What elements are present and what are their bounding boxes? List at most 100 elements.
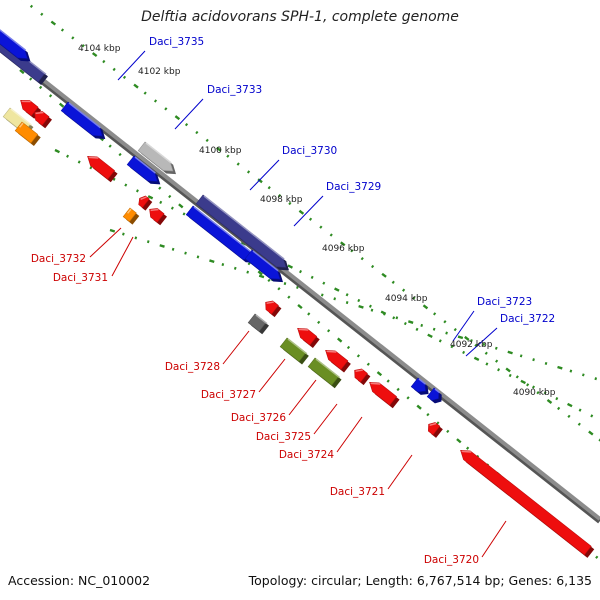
tick-mark: [350, 249, 354, 253]
tick-mark: [122, 75, 127, 79]
tick-mark: [505, 367, 511, 373]
tick-mark: [283, 282, 287, 286]
tick-mark: [296, 285, 299, 289]
tick-mark: [89, 166, 93, 170]
gene-feature[interactable]: [354, 368, 368, 383]
kbp-label: 4098 kbp: [260, 195, 303, 205]
tick-mark: [310, 275, 314, 280]
tick-mark: [544, 361, 548, 366]
label-leader-line: [293, 195, 324, 227]
gene-feature-highlight: [35, 111, 44, 115]
gene-feature[interactable]: [60, 101, 103, 137]
gene-label[interactable]: Daci_3729: [326, 181, 381, 193]
tick-mark: [233, 266, 237, 270]
gene-label[interactable]: Daci_3726: [231, 412, 287, 424]
tick-mark: [464, 335, 470, 341]
accession-text: Accession: NC_010002: [8, 573, 151, 588]
gene-feature-highlight: [68, 102, 101, 129]
tick-mark: [48, 94, 53, 98]
gene-label[interactable]: Daci_3724: [279, 449, 335, 461]
tick-mark: [257, 178, 263, 184]
tick-mark: [124, 183, 128, 187]
tick-mark: [298, 209, 305, 215]
tick-mark: [370, 264, 375, 269]
gene-feature-highlight: [315, 358, 341, 379]
gene-feature[interactable]: [460, 449, 592, 556]
label-leader-line: [89, 227, 122, 258]
tick-mark: [178, 203, 184, 209]
tick-mark: [196, 255, 200, 259]
gene-label[interactable]: Daci_3722: [500, 313, 555, 325]
tick-mark: [81, 44, 85, 48]
tick-mark: [322, 281, 326, 285]
gene-label[interactable]: Daci_3728: [165, 361, 220, 373]
tick-mark: [466, 446, 470, 450]
gene-feature[interactable]: [265, 300, 279, 315]
tick-mark: [532, 358, 535, 362]
gene-feature[interactable]: [20, 100, 39, 117]
tick-mark: [267, 278, 271, 283]
tick-mark: [134, 236, 138, 240]
gene-feature-highlight: [88, 156, 99, 159]
tick-mark: [308, 217, 313, 221]
gene-feature[interactable]: [369, 381, 397, 406]
gene-label[interactable]: Daci_3721: [330, 486, 385, 498]
label-leader-line: [387, 454, 413, 490]
label-leader-line: [288, 379, 317, 416]
tick-mark: [287, 264, 293, 269]
gene-label[interactable]: Daci_3735: [149, 36, 204, 48]
gene-feature-highlight: [355, 369, 363, 373]
gene-label[interactable]: Daci_3725: [256, 431, 311, 443]
gene-label[interactable]: Daci_3720: [424, 554, 479, 566]
tick-mark: [226, 154, 230, 158]
gene-label[interactable]: Daci_3727: [201, 389, 256, 401]
gene-feature[interactable]: [14, 121, 39, 144]
tick-mark: [403, 321, 407, 326]
label-leader-line: [174, 98, 204, 130]
tick-mark: [159, 200, 163, 204]
tick-mark: [168, 194, 172, 199]
tick-mark: [50, 20, 57, 26]
label-leader-line: [481, 520, 507, 558]
tick-mark: [567, 402, 573, 408]
label-leader-line: [111, 236, 134, 277]
tick-mark: [536, 391, 540, 395]
tick-mark: [427, 333, 433, 338]
tick-mark: [102, 59, 106, 64]
tick-mark: [519, 354, 523, 358]
label-leader-line: [249, 159, 280, 191]
tick-mark: [546, 399, 553, 404]
tick-mark: [307, 312, 311, 316]
tick-mark: [462, 350, 466, 355]
tick-mark: [376, 371, 383, 377]
tick-mark: [412, 296, 416, 300]
tick-mark: [366, 362, 370, 366]
gene-label[interactable]: Daci_3732: [31, 253, 86, 265]
gene-feature[interactable]: [34, 111, 50, 126]
gene-feature[interactable]: [325, 349, 349, 370]
gene-feature[interactable]: [122, 207, 137, 223]
gene-feature-highlight: [10, 108, 32, 126]
tick-mark: [91, 52, 98, 58]
tick-mark: [346, 345, 351, 350]
gene-feature[interactable]: [297, 327, 318, 346]
gene-feature-highlight: [0, 29, 27, 51]
gene-label[interactable]: Daci_3731: [53, 272, 108, 284]
tick-mark: [457, 335, 464, 340]
tick-mark: [395, 316, 399, 320]
tick-mark: [358, 304, 364, 309]
label-leader-line: [258, 358, 286, 393]
kbp-label: 4104 kbp: [78, 44, 121, 54]
gene-feature[interactable]: [87, 155, 115, 180]
tick-mark: [147, 195, 154, 200]
gene-feature[interactable]: [149, 208, 165, 223]
gene-feature-highlight: [266, 301, 274, 305]
tick-mark: [416, 404, 422, 410]
gene-label[interactable]: Daci_3733: [207, 84, 262, 96]
tick-mark: [258, 274, 265, 279]
backbone-line: [0, 43, 600, 521]
gene-label[interactable]: Daci_3723: [477, 296, 532, 308]
label-leader-line: [117, 50, 146, 81]
gene-label[interactable]: Daci_3730: [282, 145, 337, 157]
